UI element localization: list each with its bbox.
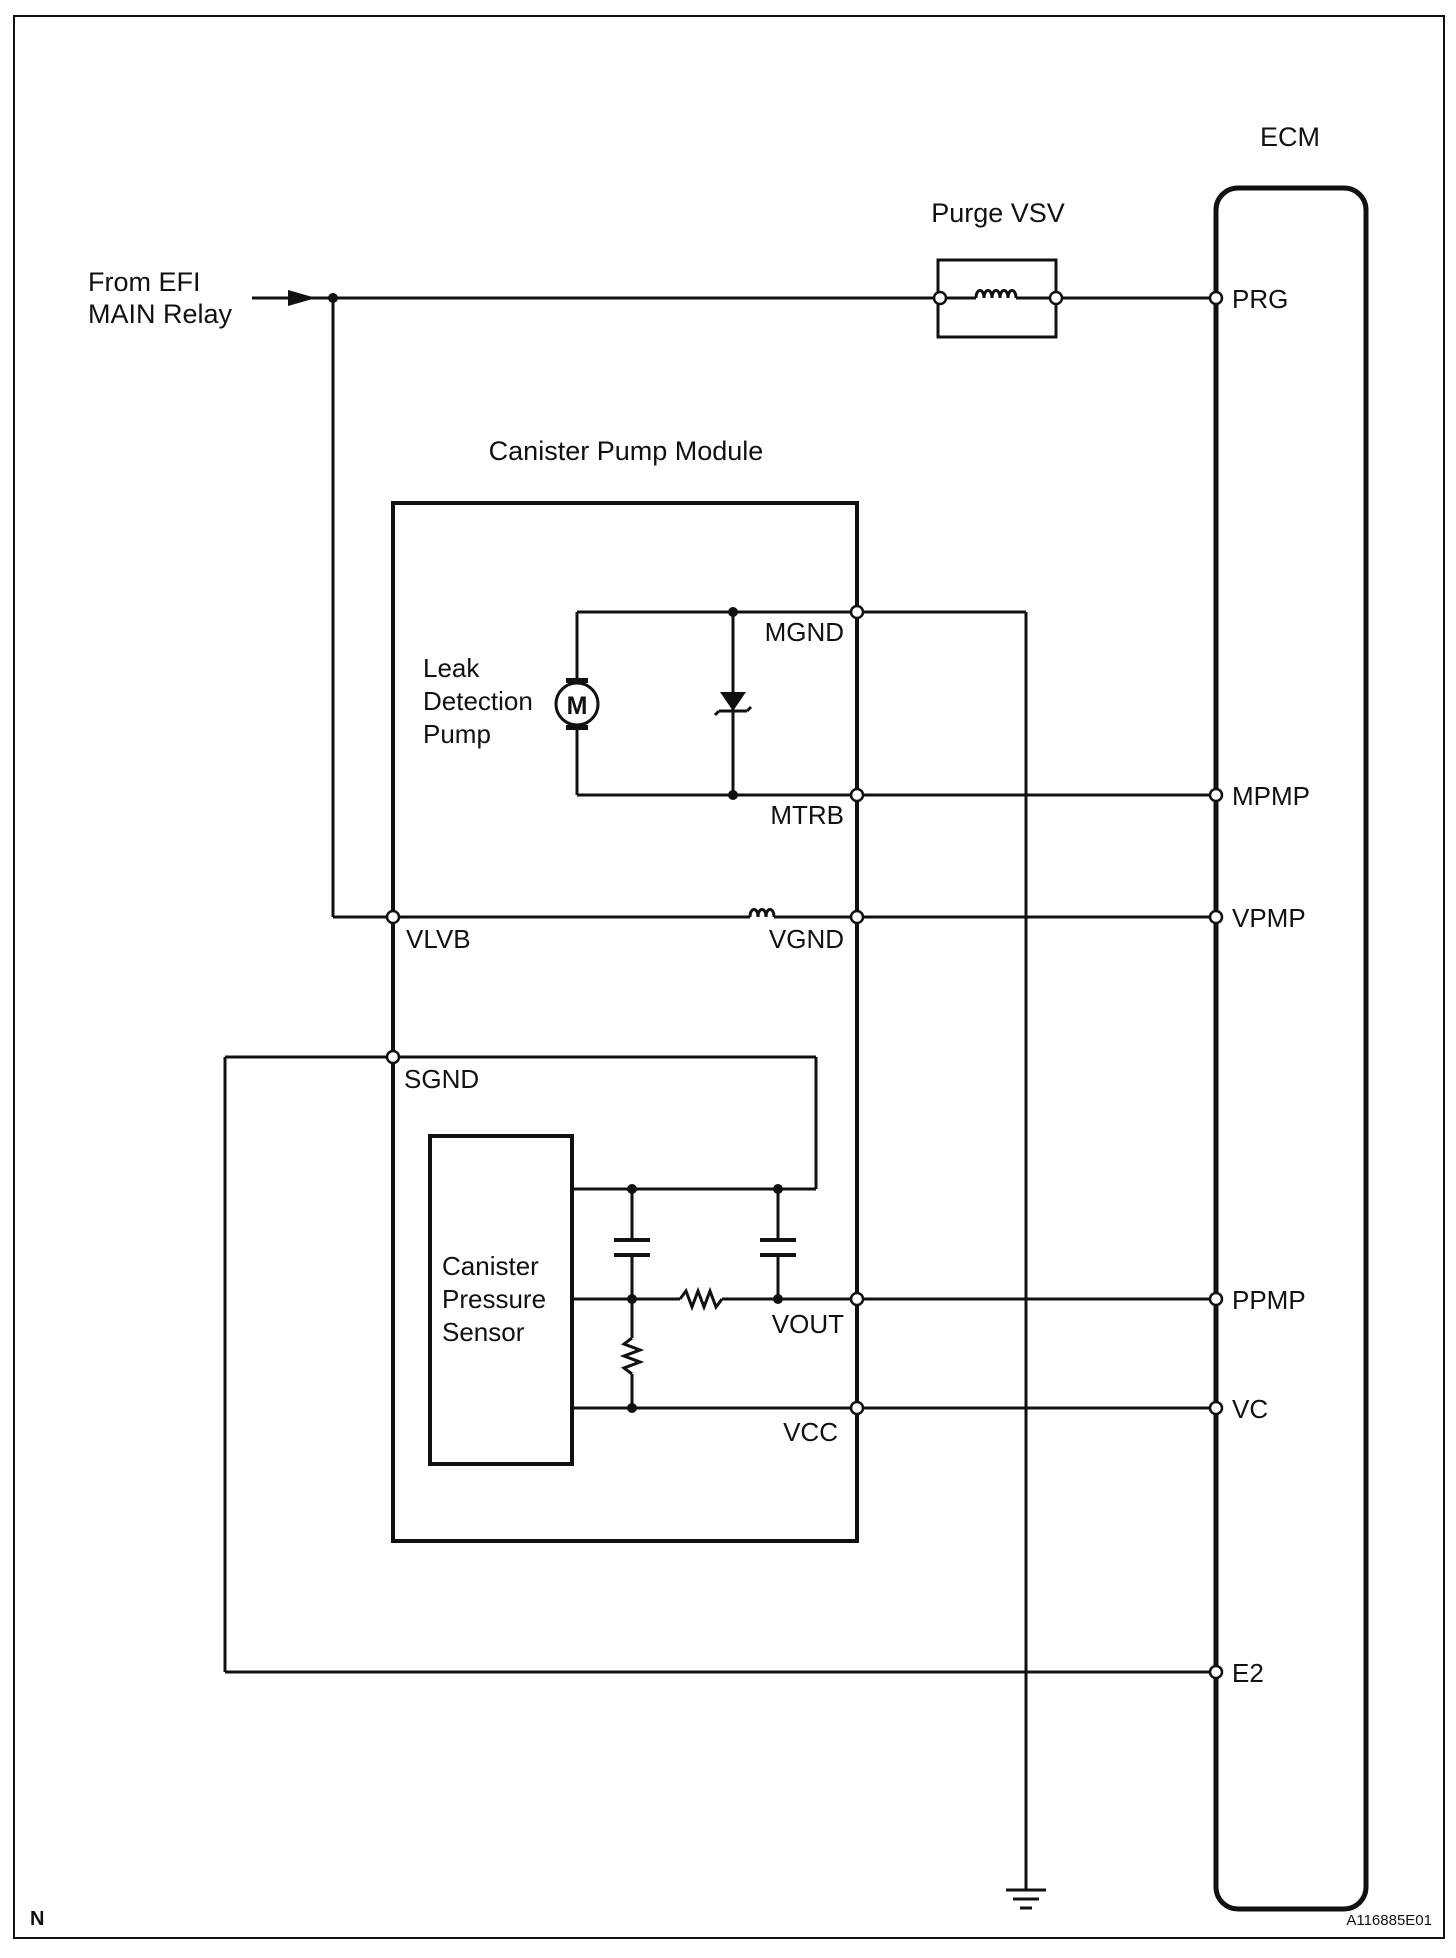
- capacitor-icon: [614, 1189, 650, 1299]
- corner-label: N: [30, 1908, 44, 1930]
- source-label-line-2: MAIN Relay: [88, 299, 233, 329]
- ecm-terminal-e2: E2: [1232, 1658, 1264, 1688]
- terminal-sgnd: SGND: [404, 1064, 479, 1094]
- resistor-icon: [678, 1286, 857, 1312]
- module-title: Canister Pump Module: [489, 436, 764, 466]
- capacitor-icon: [760, 1189, 796, 1299]
- pump-label-line-3: Pump: [423, 719, 491, 749]
- terminal-mtrb: MTRB: [770, 800, 844, 830]
- terminal-vlvb: VLVB: [406, 924, 471, 954]
- ecm-terminal-vpmp: VPMP: [1232, 903, 1306, 933]
- diagram-frame: [13, 15, 1445, 1939]
- canister-pump-module: [391, 501, 859, 1543]
- source-label-line-1: From EFI: [88, 267, 201, 297]
- figure-code: A116885E01: [1346, 1912, 1432, 1929]
- svg-text:M: M: [567, 692, 588, 720]
- terminal-vout: VOUT: [772, 1309, 844, 1339]
- pump-label-line-1: Leak: [423, 653, 480, 683]
- sensor-label-line-2: Pressure: [442, 1284, 546, 1314]
- diode-icon: [713, 692, 753, 717]
- resistor-icon: [619, 1299, 645, 1408]
- pump-label-line-2: Detection: [423, 686, 533, 716]
- sensor-label-line-1: Canister: [442, 1251, 539, 1281]
- ecm-terminal-vc: VC: [1232, 1394, 1268, 1424]
- terminal-vgnd: VGND: [769, 924, 844, 954]
- terminal-vcc: VCC: [783, 1417, 838, 1447]
- motor-icon: M: [554, 678, 600, 730]
- ecm-terminal-prg: PRG: [1232, 284, 1288, 314]
- coil-icon: [748, 908, 776, 918]
- ecm-title: ECM: [1260, 122, 1320, 152]
- coil-icon: [940, 289, 1056, 300]
- ecm-terminal-mpmp: MPMP: [1232, 781, 1310, 811]
- sensor-label-line-3: Sensor: [442, 1317, 525, 1347]
- purge-vsv-title: Purge VSV: [931, 198, 1065, 228]
- terminal-mgnd: MGND: [765, 617, 844, 647]
- ground-icon: [1006, 1888, 1046, 1910]
- ecm-terminal-ppmp: PPMP: [1232, 1285, 1306, 1315]
- ecm-block: [1213, 185, 1369, 1912]
